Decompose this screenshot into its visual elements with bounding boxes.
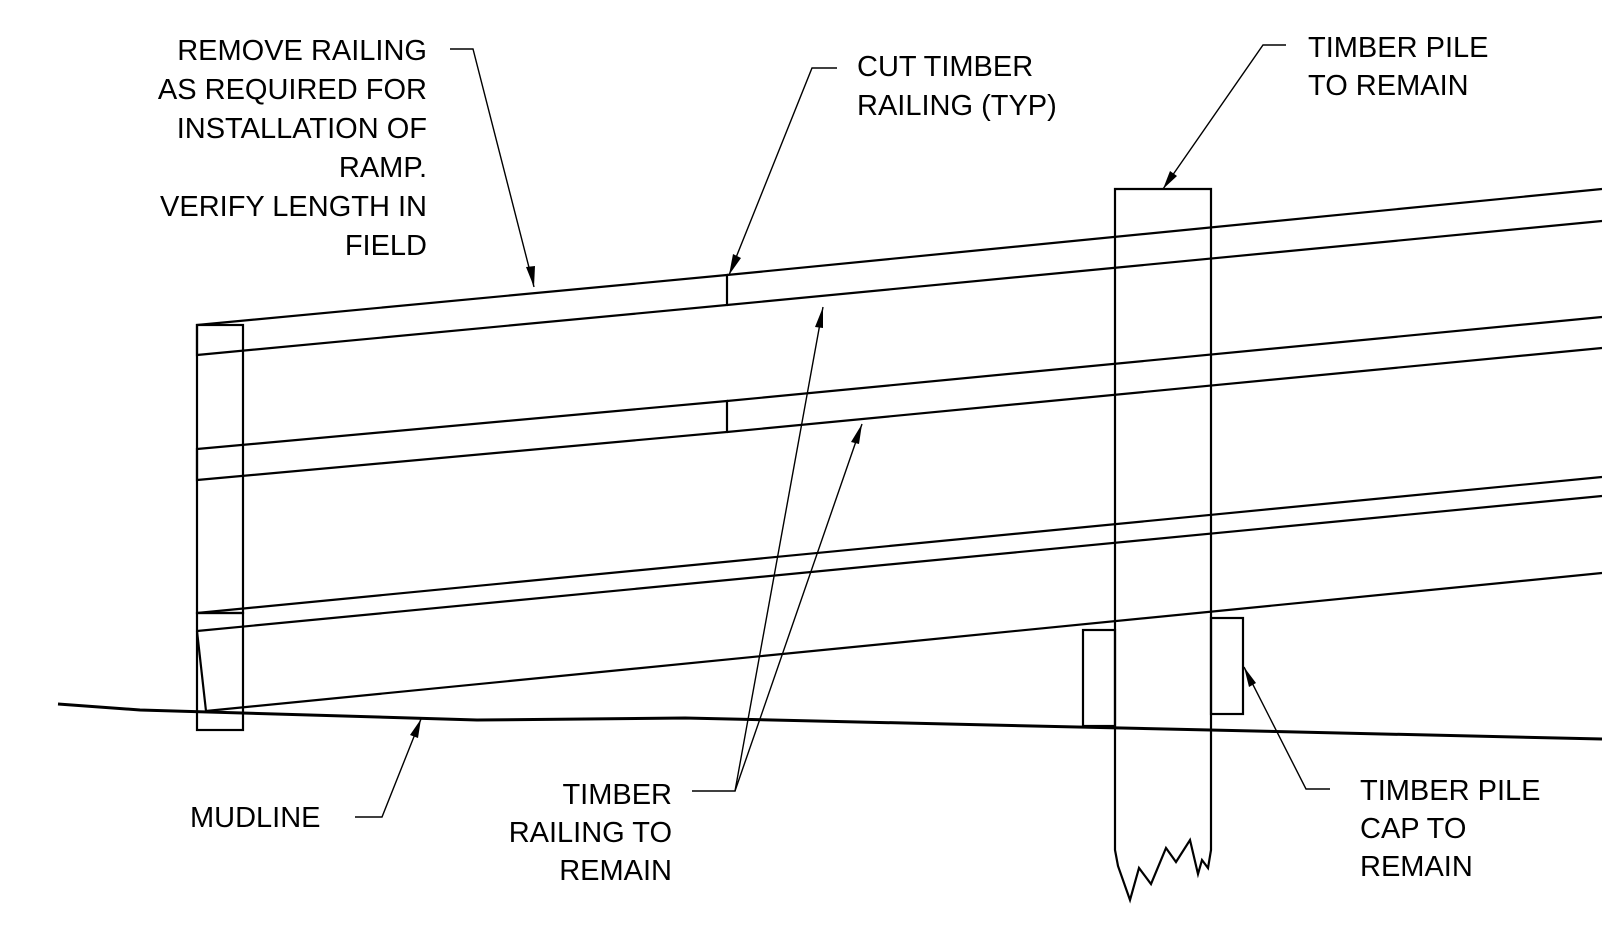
pile-cap [1081,616,1245,728]
top-rail-top-edge [726,187,1602,277]
timber-pile-body [1113,187,1213,904]
timber-pile-line-2: TO REMAIN [1308,70,1469,102]
remove-railing-line-1: REMOVE RAILING [177,35,427,67]
timber-pile [1113,187,1213,904]
mid-rail-removal-zone [195,399,729,482]
mid-rail-top-edge [726,315,1602,403]
pile-cap-line-2: CAP TO [1360,813,1466,845]
timber-pile-line-1: TIMBER PILE [1308,32,1489,64]
cut-timber-line-2: RAILING (TYP) [857,90,1057,122]
pile-cap-leader [1243,666,1330,790]
remove-railing-line-4: RAMP. [339,152,427,184]
remove-railing-arrowhead [526,266,535,287]
stringer-top-edge [196,475,1602,615]
remove-railing-line-5: VERIFY LENGTH IN [160,191,427,223]
pile-cap-right-block [1209,616,1245,716]
pile-cap-arrowhead [1244,667,1256,687]
timber-pile-leader [1162,44,1286,190]
callout-timber-pile-remain: TIMBER PILE TO REMAIN [1308,32,1489,102]
stringer-end-line [195,630,208,712]
mid-rail-bottom-edge [726,346,1602,434]
remove-railing-leader [450,48,535,288]
callout-timber-railing-remain: TIMBER RAILING TO REMAIN [509,779,672,887]
top-rail-bottom-edge [726,219,1602,307]
end-post-removal-zone [195,323,245,615]
lower-stringer [195,475,1602,713]
pile-cap-line-3: REMAIN [1360,851,1473,883]
cut-timber-leader [728,67,837,276]
pile-cap-left-block [1081,628,1117,728]
removal-hatch-zones [195,273,729,615]
pile-cap-line-1: TIMBER PILE [1360,775,1541,807]
end-post-base [195,611,245,732]
timber-pile-arrowhead [1163,171,1177,189]
top-rail-removal-zone [195,273,729,357]
callout-timber-pile-cap: TIMBER PILE CAP TO REMAIN [1360,775,1541,883]
remove-railing-line-6: FIELD [345,230,427,262]
mudline-leader [355,718,422,818]
middle-rail [726,315,1602,434]
cut-timber-arrowhead [729,254,741,275]
callout-remove-railing: REMOVE RAILING AS REQUIRED FOR INSTALLAT… [158,35,427,262]
top-rail [726,187,1602,307]
mudline-ground-line [57,702,1602,741]
timber-railing-line-3: REMAIN [559,855,672,887]
leader-lines [355,44,1330,818]
mudline-arrowhead [410,719,421,738]
cut-timber-line-1: CUT TIMBER [857,51,1033,83]
remove-railing-line-2: AS REQUIRED FOR [158,74,427,106]
timber-railing-arrowhead-upper [815,307,823,328]
timber-railing-line-1: TIMBER [562,779,672,811]
callout-cut-timber-railing: CUT TIMBER RAILING (TYP) [857,51,1057,122]
timber-railing-line-2: RAILING TO [509,817,672,849]
callout-mudline: MUDLINE [190,802,321,834]
mudline-label: MUDLINE [190,802,321,834]
stringer-bottom-edge [205,571,1602,713]
stringer-second-edge [196,494,1602,633]
timber-railing-leader-lower [734,423,863,792]
timber-railing-arrowhead-lower [851,424,862,444]
remove-railing-line-3: INSTALLATION OF [177,113,427,145]
